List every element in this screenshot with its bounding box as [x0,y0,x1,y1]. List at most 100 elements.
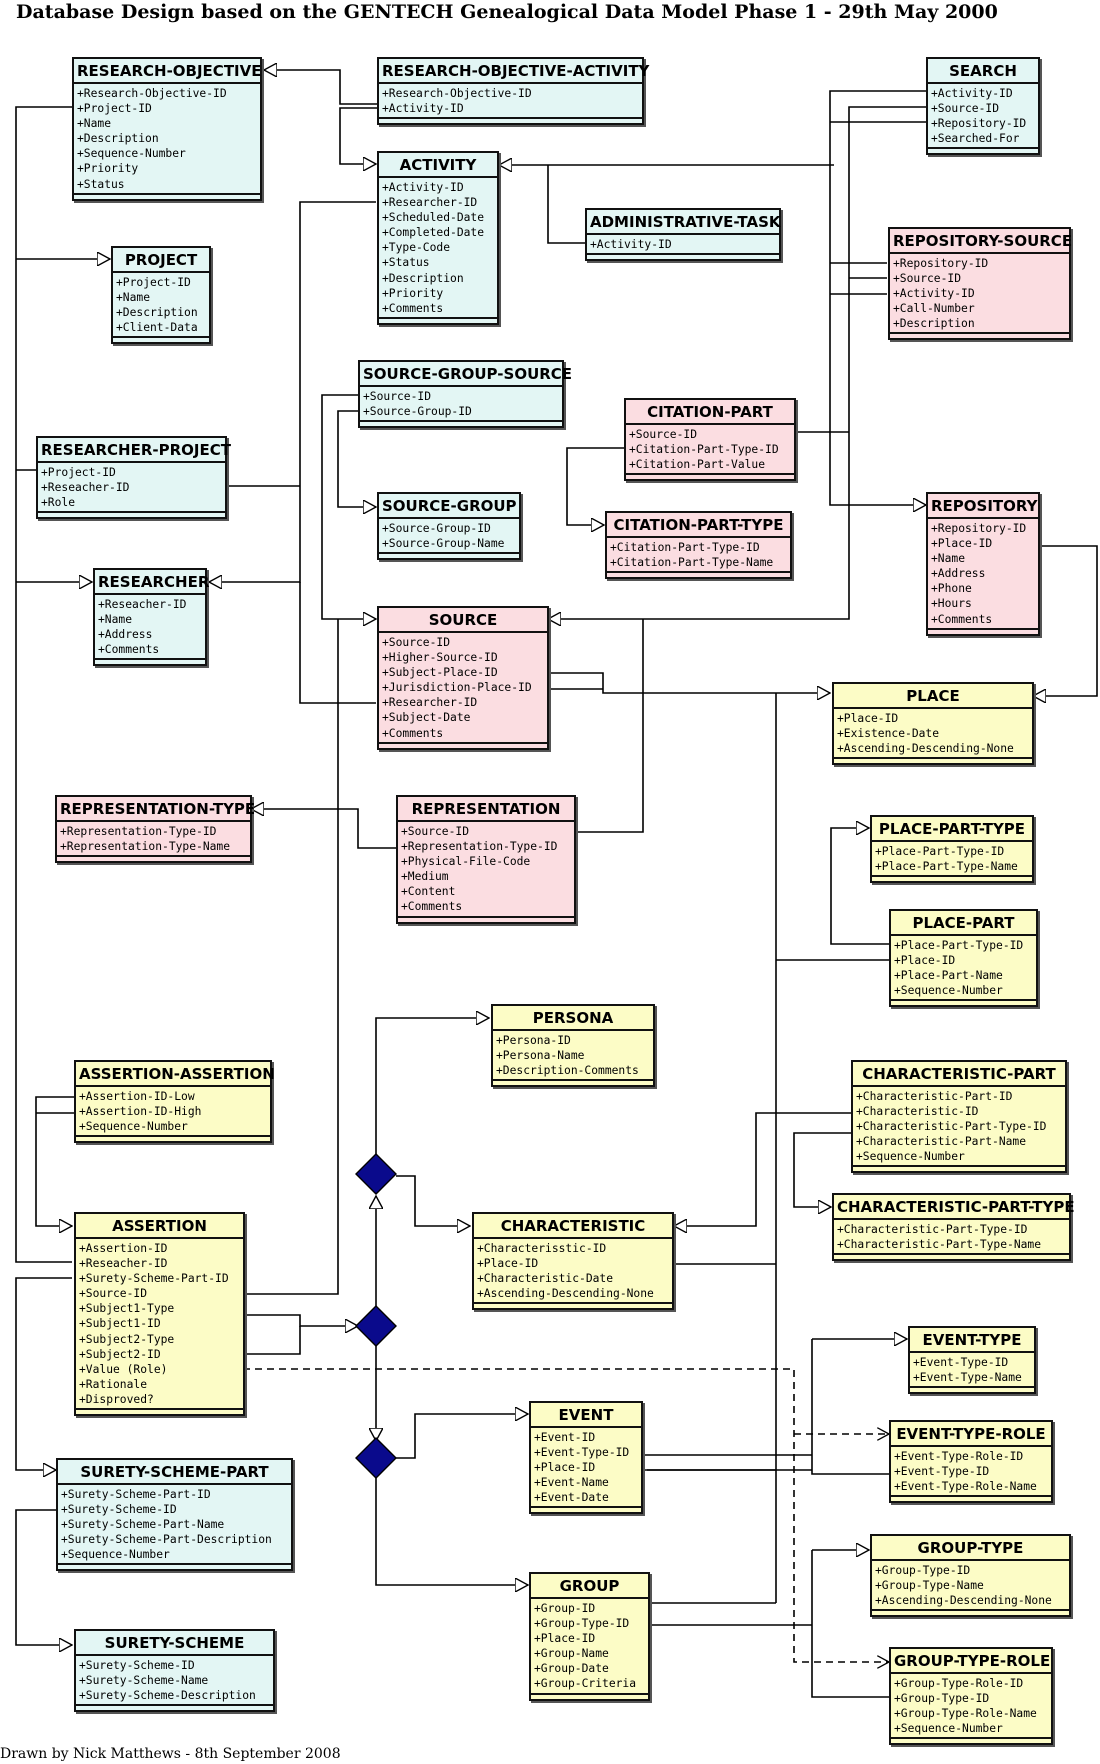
attribute: +Name [116,291,151,305]
connector [811,1550,889,1698]
entity-attributes: +Project-ID+Name+Description+Client-Data [113,273,209,339]
entity-repository-source[interactable]: REPOSITORY-SOURCE+Repository-ID+Source-I… [888,227,1072,341]
entity-researcher[interactable]: RESEARCHER+Reseacher-ID+Name+Address+Com… [93,568,209,667]
entity-group-type-role[interactable]: GROUP-TYPE-ROLE+Group-Type-Role-ID+Group… [889,1647,1053,1746]
connector [35,1096,75,1226]
entity-operations [379,554,519,558]
connector [572,619,644,833]
entity-operations [493,1081,653,1085]
entity-name: CHARACTERISTIC-PART-TYPE [834,1195,1075,1220]
attribute: +Comments [98,643,160,657]
attribute: +Source-Group-ID [382,522,491,535]
attribute: +Activity-ID [382,181,464,194]
attribute: +Subject1-ID [79,1317,161,1331]
entity-research-objective-activity[interactable]: RESEARCH-OBJECTIVE-ACTIVITY+Research-Obj… [377,57,649,126]
entity-operations [474,1304,672,1308]
attribute: +Citation-Part-Value [629,458,766,472]
attribute: +Comments [401,900,463,914]
entity-characteristic-part[interactable]: CHARACTERISTIC-PART+Characteristic-Part-… [851,1060,1067,1174]
entity-group-type[interactable]: GROUP-TYPE+Group-Type-ID+Group-Type-Name… [870,1534,1071,1618]
entity-name: SOURCE [379,608,547,633]
attribute: +Repository-ID [893,257,989,270]
attribute: +Place-Part-Type-ID [875,845,1005,858]
entity-attributes: +Citation-Part-Type-ID+Citation-Part-Typ… [607,538,790,574]
attribute: +Surety-Scheme-Description [79,1689,256,1703]
entity-assertion[interactable]: ASSERTION+Assertion-ID+Reseacher-ID+Sure… [74,1212,245,1417]
entity-activity[interactable]: ACTIVITY+Activity-ID+Researcher-ID+Sched… [377,151,499,325]
entity-name: CHARACTERISTIC-PART [853,1062,1065,1087]
entity-group[interactable]: GROUP+Group-ID+Group-Type-ID+Place-ID+Gr… [529,1572,650,1701]
entity-place[interactable]: PLACE+Place-ID+Existence-Date+Ascending-… [832,682,1034,766]
entity-administrative-task[interactable]: ADMINISTRATIVE-TASK+Activity-ID [585,208,781,262]
entity-research-objective[interactable]: RESEARCH-OBJECTIVE+Research-Objective-ID… [72,57,262,201]
entity-name: RESEARCHER-PROJECT [38,438,231,463]
entity-characteristic[interactable]: CHARACTERISTIC+Characterisstic-ID+Place-… [472,1212,674,1311]
attribute: +Citation-Part-Type-Name [610,556,774,570]
entity-attributes: +Source-ID+Representation-Type-ID+Physic… [398,822,574,918]
entity-operations [928,149,1038,153]
attribute: +Characteristic-Date [477,1272,614,1286]
entity-characteristic-part-type[interactable]: CHARACTERISTIC-PART-TYPE +Characteristic-… [832,1193,1075,1262]
entity-source-group[interactable]: SOURCE-GROUP+Source-Group-ID+Source-Grou… [377,492,521,561]
attribute: +Group-Type-ID [534,1617,630,1631]
entity-place-part-type[interactable]: PLACE-PART-TYPE+Place-Part-Type-ID+Place… [870,815,1034,884]
attribute: +Sequence-Number [894,1722,1003,1736]
entity-source[interactable]: SOURCE+Source-ID+Higher-Source-ID+Subjec… [377,606,549,750]
attribute: +Characteristic-Part-Type-Name [837,1238,1042,1252]
entity-persona[interactable]: PERSONA+Persona-ID+Persona-Name+Descript… [491,1004,655,1088]
attribute: +Place-ID [894,954,956,968]
attribute: +Scheduled-Date [382,211,485,225]
attribute: +Researcher-ID [382,196,478,210]
entity-surety-scheme-part[interactable]: SURETY-SCHEME-PART+Surety-Scheme-Part-ID… [56,1458,293,1572]
attribute: +Surety-Scheme-Part-ID [61,1488,211,1501]
entity-operations [360,422,562,426]
connector [793,1132,852,1207]
entity-search[interactable]: SEARCH+Activity-ID+Source-ID+Repository-… [926,57,1040,156]
entity-representation-type[interactable]: REPRESENTATION-TYPE+Representation-Type-… [55,795,255,864]
attribute: +Place-ID [477,1257,539,1271]
attribute: +Assertion-ID [79,1242,168,1255]
attribute: +Reseacher-ID [79,1257,168,1271]
entity-citation-part[interactable]: CITATION-PART+Source-ID+Citation-Part-Ty… [624,398,796,482]
entity-assertion-assertion[interactable]: ASSERTION-ASSERTION+Assertion-ID-Low+Ass… [74,1060,275,1144]
connector [264,70,380,105]
diamond-icon [355,1305,397,1347]
entity-attributes: +Event-ID+Event-Type-ID+Place-ID+Event-N… [531,1428,641,1509]
entity-event-type-role[interactable]: EVENT-TYPE-ROLE+Event-Type-Role-ID+Event… [889,1420,1053,1504]
entity-attributes: +Event-Type-Role-ID+Event-Type-ID+Event-… [891,1447,1051,1498]
attribute: +Repository-ID [931,117,1027,131]
attribute: +Subject1-Type [79,1302,175,1316]
entity-surety-scheme[interactable]: SURETY-SCHEME+Surety-Scheme-ID+Surety-Sc… [74,1629,275,1713]
attribute: +Call-Number [893,302,975,316]
entity-repository[interactable]: REPOSITORY+Repository-ID+Place-ID+Name+A… [926,492,1040,636]
entity-name: PROJECT [113,248,209,273]
attribute: +Priority [77,162,139,176]
entity-operations [587,255,779,259]
connector [15,106,72,1263]
connector [811,1339,889,1475]
connector [15,1509,72,1645]
entity-representation[interactable]: REPRESENTATION+Source-ID+Representation-… [396,795,576,924]
entity-name: RESEARCH-OBJECTIVE [74,59,261,84]
attribute: +Reseacher-ID [41,481,130,495]
attribute: +Completed-Date [382,226,485,240]
entity-name: PERSONA [493,1006,653,1031]
attribute: +Group-Type-Role-Name [894,1707,1037,1721]
entity-place-part[interactable]: PLACE-PART+Place-Part-Type-ID+Place-ID+P… [889,909,1038,1008]
entity-project[interactable]: PROJECT+Project-ID+Name+Description+Clie… [111,246,211,345]
connector [375,1018,489,1173]
attribute: +Medium [401,870,449,884]
entity-event[interactable]: EVENT+Event-ID+Event-Type-ID+Place-ID+Ev… [529,1401,643,1515]
entity-researcher-project[interactable]: RESEARCHER-PROJECT+Project-ID+Reseacher-… [36,436,231,520]
entity-citation-part-type[interactable]: CITATION-PART-TYPE+Citation-Part-Type-ID… [605,511,792,580]
entity-event-type[interactable]: EVENT-TYPE+Event-Type-ID+Event-Type-Name [908,1326,1036,1395]
attribute: +Surety-Scheme-Part-Description [61,1533,272,1547]
entity-attributes: +Characterisstic-ID+Place-ID+Characteris… [474,1239,672,1305]
entity-source-group-source[interactable]: SOURCE-GROUP-SOURCE+Source-ID+Source-Gro… [358,360,572,429]
connector [299,582,376,704]
entity-attributes: +Project-ID+Reseacher-ID+Role [38,463,225,514]
attribute: +Source-ID [401,825,470,838]
attribute: +Sequence-Number [856,1150,965,1164]
entity-operations [58,1565,291,1569]
entity-name: EVENT-TYPE-ROLE [891,1422,1051,1447]
